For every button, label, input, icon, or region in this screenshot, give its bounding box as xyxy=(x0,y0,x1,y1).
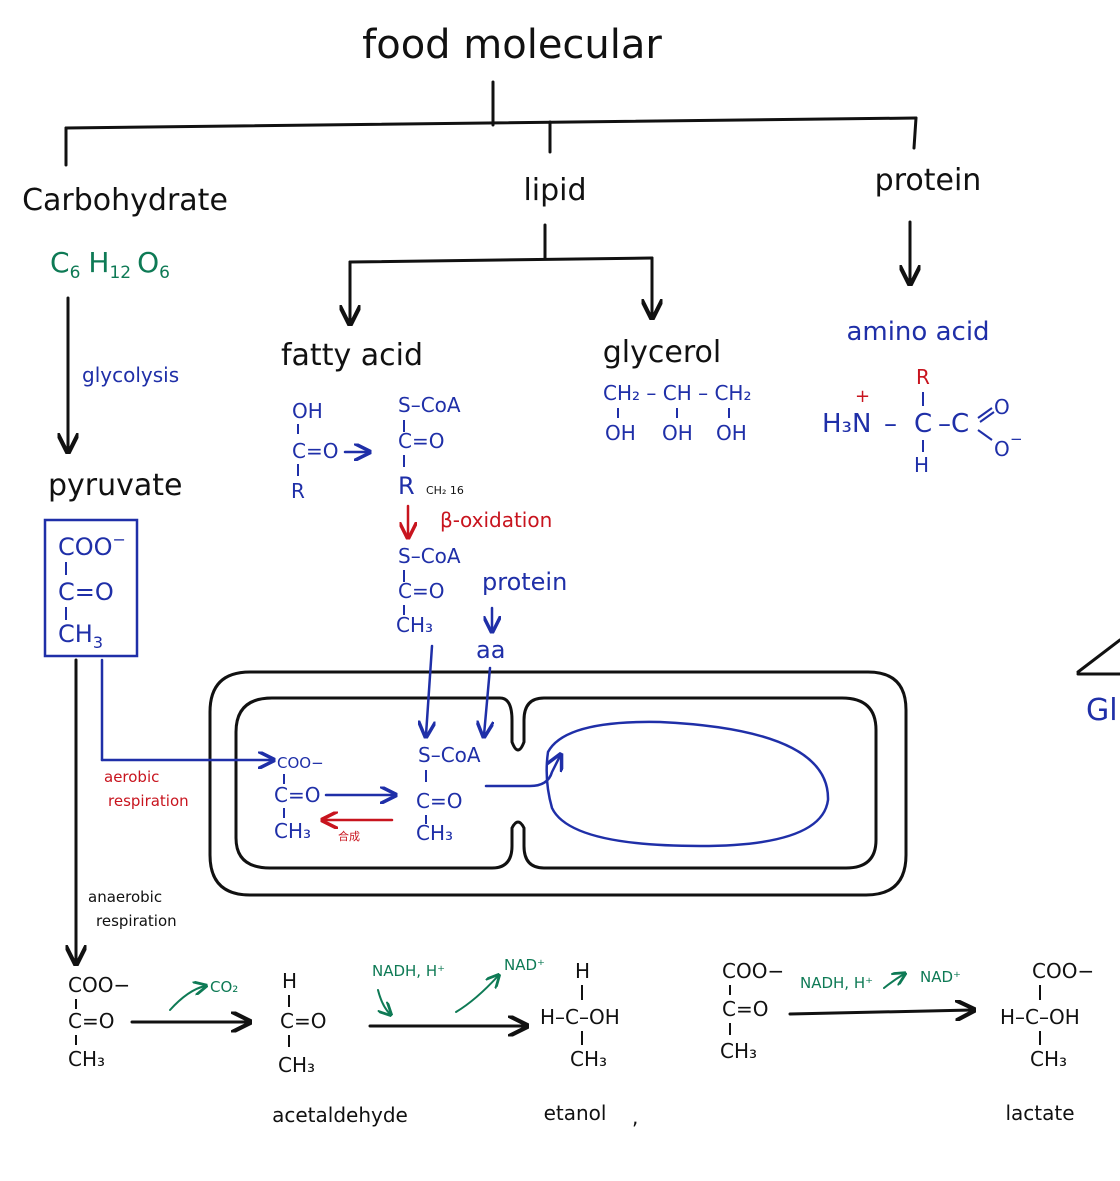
lactate-pyruvate-methyl: CH₃ xyxy=(720,1039,757,1063)
anaerobic-pyruvate-methyl: CH₃ xyxy=(68,1047,105,1071)
ethanol-methyl: CH₃ xyxy=(570,1047,607,1071)
aerobic-label-2: respiration xyxy=(108,792,189,810)
nad2-label: NAD⁺ xyxy=(920,968,961,986)
aa-to-matrix-arrow xyxy=(484,666,490,735)
acetyl-coa-methyl: CH₃ xyxy=(396,613,433,637)
pyruvate-box xyxy=(43,518,139,658)
matrix-pyruvate-carbonyl: C=O xyxy=(274,783,320,807)
acetaldehyde-methyl: CH₃ xyxy=(278,1053,315,1077)
lactate-pyruvate-carbonyl: C=O xyxy=(722,997,768,1021)
amino-plus-charge: + xyxy=(855,386,870,407)
ethanol-main: H–C–OH xyxy=(540,1005,620,1029)
chain-length-note: CH₂ 16 xyxy=(426,484,464,497)
nad2-out-arrow xyxy=(883,974,904,989)
fatty-acid-oh: OH xyxy=(292,399,323,423)
mitochondrion-inner-membrane xyxy=(234,696,878,870)
acetyl-coa-carbonyl: C=O xyxy=(398,579,444,603)
ethanol-comma: , xyxy=(632,1105,638,1129)
glycerol-oh-3: OH xyxy=(716,421,747,445)
amino-amine: H₃N xyxy=(822,409,871,439)
nad-label: NAD⁺ xyxy=(504,956,545,974)
krebs-cycle-loop xyxy=(545,720,830,848)
glycerol-oh-1: OH xyxy=(605,421,636,445)
acyl-coa-carbonyl: C=O xyxy=(398,429,444,453)
fatty-acid-r: R xyxy=(291,479,305,503)
reverse-synthesis-note: 合成 xyxy=(338,829,360,843)
amino-acid-structure: R + H₃N – C H –C O O − xyxy=(822,365,1023,477)
lactate-carboxyl: COO− xyxy=(1032,959,1094,983)
cutoff-triangle-edge xyxy=(1076,638,1120,674)
lactate-label: lactate xyxy=(1005,1101,1074,1125)
pyruvate-label: pyruvate xyxy=(48,468,183,503)
aa-label: aa xyxy=(476,636,505,664)
ethanol-label: etanol xyxy=(544,1101,607,1125)
glycerol-backbone: CH₂ – CH – CH₂ xyxy=(603,381,751,405)
acetaldehyde-carbonyl: C=O xyxy=(280,1009,326,1033)
matrix-pyruvate-carboxyl: COO− xyxy=(277,754,324,772)
acetyl-coa-scoa: S–CoA xyxy=(398,544,461,568)
amino-o-charge: − xyxy=(1010,430,1023,448)
nad-out-arrow xyxy=(455,976,498,1013)
fatty-acid-carbonyl: C=O xyxy=(292,439,338,463)
pyruvate-carboxyl: COO− xyxy=(58,530,126,561)
cutoff-text: Gl xyxy=(1086,693,1118,728)
beta-oxidation-label: β-oxidation xyxy=(440,508,552,532)
lactate-pyruvate-carboxyl: COO− xyxy=(722,959,784,983)
nadh2-label: NADH, H⁺ xyxy=(800,974,873,992)
nadh-in-arrow xyxy=(377,989,390,1014)
amino-r-group: R xyxy=(916,365,930,389)
mitochondrion-outer-membrane xyxy=(208,670,908,897)
pyruvate-methyl: CH3 xyxy=(58,620,103,652)
co2-release-arrow xyxy=(169,986,205,1011)
category-carbohydrate: Carbohydrate xyxy=(22,183,228,218)
lactate-reduction-arrow xyxy=(788,1010,972,1014)
fatty-acid-title: fatty acid xyxy=(281,338,423,373)
matrix-acetyl-methyl: CH₃ xyxy=(416,821,453,845)
glycolysis-label: glycolysis xyxy=(82,363,179,387)
acetaldehyde-h: H xyxy=(282,969,297,993)
amino-oxygen-top: O xyxy=(994,395,1010,419)
matrix-acetyl-scoa: S–CoA xyxy=(418,743,481,767)
matrix-acetyl-carbonyl: C=O xyxy=(416,789,462,813)
amino-dash: – xyxy=(884,409,897,439)
acyl-coa-r: R xyxy=(398,472,415,500)
amino-alpha-carbon: C xyxy=(914,409,932,439)
aerobic-label-1: aerobic xyxy=(104,768,159,786)
lactate-methyl: CH₃ xyxy=(1030,1047,1067,1071)
pyruvate-carbonyl: C=O xyxy=(58,578,114,606)
root-tree-lines xyxy=(64,80,918,167)
ethanol-h: H xyxy=(575,959,590,983)
category-protein: protein xyxy=(875,163,982,198)
anaerobic-label-2: respiration xyxy=(96,912,177,930)
amino-carboxyl-c: –C xyxy=(938,409,969,439)
acetaldehyde-label: acetaldehyde xyxy=(272,1103,408,1127)
co2-label: CO₂ xyxy=(210,978,238,996)
glycerol-title: glycerol xyxy=(603,335,721,370)
nadh-label: NADH, H⁺ xyxy=(372,962,445,980)
lactate-main: H–C–OH xyxy=(1000,1005,1080,1029)
protein-second-label: protein xyxy=(482,568,567,596)
matrix-pyruvate-methyl: CH₃ xyxy=(274,819,311,843)
anaerobic-label-1: anaerobic xyxy=(88,888,162,906)
anaerobic-pyruvate-carboxyl: COO− xyxy=(68,973,130,997)
lipid-tree-lines xyxy=(350,223,652,322)
beta-to-matrix-arrow xyxy=(426,644,432,735)
mitochondrion xyxy=(208,670,908,897)
acetyl-to-cycle-arrow xyxy=(484,756,560,788)
category-lipid: lipid xyxy=(523,173,586,208)
acyl-coa-scoa: S–CoA xyxy=(398,393,461,417)
root-title: food molecular xyxy=(362,22,662,68)
amino-hydrogen: H xyxy=(914,453,929,477)
amino-acid-label: amino acid xyxy=(846,317,989,347)
glycerol-oh-2: OH xyxy=(662,421,693,445)
anaerobic-pyruvate-carbonyl: C=O xyxy=(68,1009,114,1033)
amino-oxygen-bottom: O xyxy=(994,437,1010,461)
